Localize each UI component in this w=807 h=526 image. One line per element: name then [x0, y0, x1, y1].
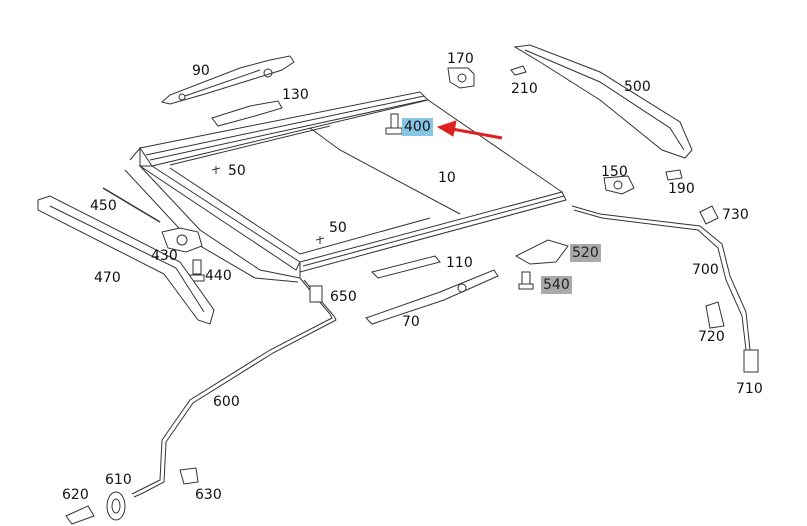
label-150: 150	[601, 164, 628, 180]
label-430: 430	[151, 248, 178, 264]
label-400: 400	[402, 118, 433, 136]
label-170: 170	[447, 51, 474, 67]
pointer-arrow	[436, 120, 503, 140]
part-50-screw-b	[315, 236, 325, 244]
label-730: 730	[722, 207, 749, 223]
part-210-clip	[510, 65, 527, 76]
part-650-connector	[309, 285, 323, 303]
part-70-guide	[365, 269, 499, 325]
label-620: 620	[62, 487, 89, 503]
label-90: 90	[192, 63, 210, 79]
part-520-plate	[514, 239, 569, 265]
part-440-screw	[189, 259, 205, 282]
label-710: 710	[736, 381, 763, 397]
part-50-screw-a	[211, 166, 221, 174]
part-170-bracket	[447, 67, 475, 89]
part-400-bolt	[385, 113, 403, 135]
label-650: 650	[330, 289, 357, 305]
label-10: 10	[438, 170, 456, 186]
label-610: 610	[105, 472, 132, 488]
label-70: 70	[402, 314, 420, 330]
label-190: 190	[668, 181, 695, 197]
part-110-holder	[371, 255, 441, 279]
label-50-lower: 50	[329, 220, 347, 236]
part-190-clip	[665, 169, 683, 181]
label-520: 520	[570, 244, 601, 262]
part-150-bracket	[603, 175, 635, 195]
part-90-guide	[160, 55, 295, 105]
label-700: 700	[692, 262, 719, 278]
part-600-drain-hose	[131, 277, 337, 498]
part-470-seal	[37, 195, 215, 325]
label-110: 110	[446, 255, 473, 271]
label-210: 210	[511, 81, 538, 97]
label-450: 450	[90, 198, 117, 214]
label-630: 630	[195, 487, 222, 503]
part-720-clip	[705, 301, 725, 329]
part-430-motor	[161, 227, 203, 253]
part-700-drain-hose	[571, 205, 751, 351]
part-630-clip	[179, 467, 199, 485]
label-600: 600	[213, 394, 240, 410]
label-50-upper: 50	[228, 163, 246, 179]
part-10-frame	[124, 91, 567, 283]
label-500: 500	[624, 79, 651, 95]
label-540: 540	[541, 276, 572, 294]
part-500-rail-strip	[513, 44, 693, 159]
part-710-valve	[743, 349, 759, 373]
label-440: 440	[205, 268, 232, 284]
label-470: 470	[94, 270, 121, 286]
part-450-cable	[102, 187, 161, 223]
part-540-screw	[518, 271, 534, 290]
part-130-cover	[211, 100, 283, 127]
label-130: 130	[282, 87, 309, 103]
label-720: 720	[698, 329, 725, 345]
part-730-clip	[699, 205, 719, 225]
part-620-plug	[65, 505, 95, 525]
part-610-grommet	[106, 491, 126, 521]
